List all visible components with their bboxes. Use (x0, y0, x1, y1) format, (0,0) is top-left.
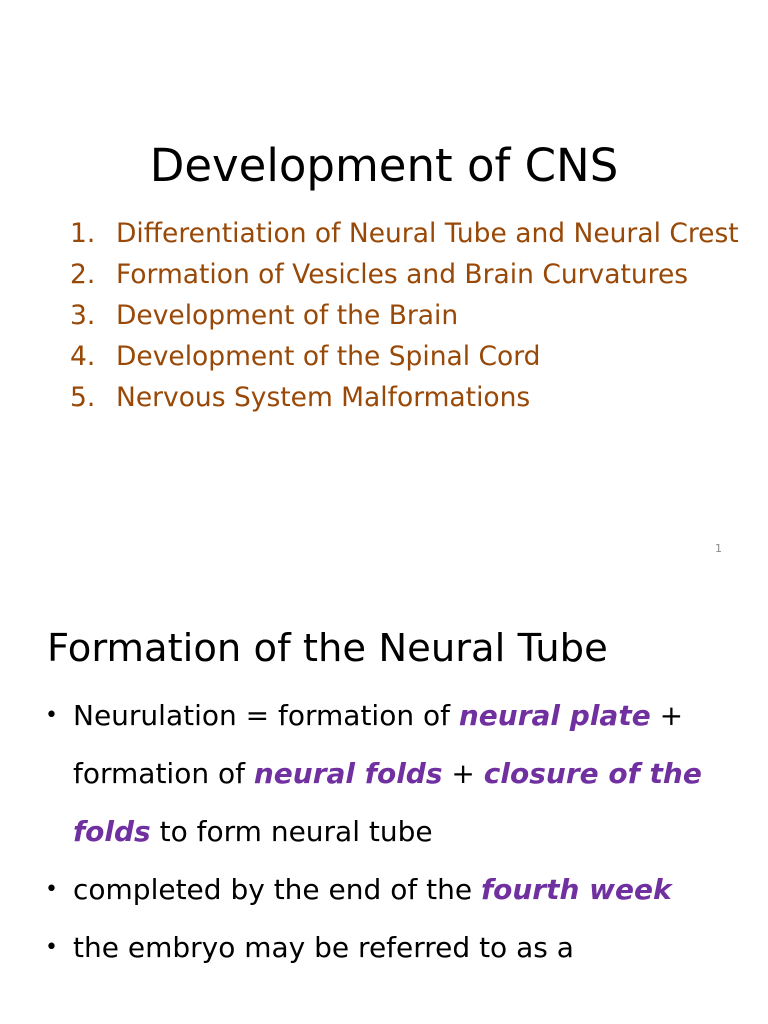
bullet-icon: • (45, 935, 58, 960)
emphasized-term: neural plate (458, 699, 651, 732)
slide-title: Development of CNS (149, 139, 619, 192)
topic-list-item: 1. Differentiation of Neural Tube and Neu… (70, 216, 750, 251)
topic-list-item: 2. Formation of Vesicles and Brain Curvat… (70, 257, 750, 292)
topic-text: Differentiation of Neural Tube and Neura… (116, 218, 739, 249)
topic-list-item: 4. Development of the Spinal Cord (70, 339, 750, 374)
bullet-text: the embryo may be referred to as a (73, 931, 574, 964)
topic-list: 1. Differentiation of Neural Tube and Neu… (70, 216, 750, 421)
bullet-item: • the embryo may be referred to as a (45, 919, 735, 977)
bullet-text: completed by the end of the (73, 873, 481, 906)
topic-text: Development of the Spinal Cord (116, 341, 541, 372)
bullet-item: • completed by the end of the fourth week (45, 861, 735, 919)
bullet-text: + formation of (73, 699, 684, 790)
topic-number: 1. (70, 218, 96, 249)
bullet-text: + (442, 757, 484, 790)
slide-number: 1 (715, 542, 722, 555)
topic-text: Development of the Brain (116, 300, 459, 331)
slide-1: Development of CNS 1. Differentiation of … (70, 139, 750, 555)
bullet-icon: • (45, 877, 58, 902)
emphasized-term: fourth week (480, 873, 672, 906)
topic-list-item: 5. Nervous System Malformations (70, 380, 750, 415)
topic-text: Nervous System Malformations (116, 382, 531, 413)
slide-2 (0, 576, 768, 1024)
topic-list-item: 3. Development of the Brain (70, 298, 750, 333)
bullet-list: • Neurulation = formation of neural plate… (45, 687, 735, 977)
topic-number: 5. (70, 382, 96, 413)
bullet-text: to form neural tube (150, 815, 433, 848)
topic-number: 4. (70, 341, 96, 372)
topic-number: 3. (70, 300, 96, 331)
bullet-item: • Neurulation = formation of neural plate… (45, 687, 735, 861)
bullet-text: Neurulation = formation of (73, 699, 459, 732)
bullet-icon: • (45, 703, 58, 728)
topic-text: Formation of Vesicles and Brain Curvatur… (116, 259, 689, 290)
emphasized-term: closure of the folds (73, 757, 702, 848)
emphasized-term: neural folds (253, 757, 443, 790)
topic-number: 2. (70, 259, 96, 290)
slide-title-2: Formation of the Neural Tube (47, 626, 608, 671)
